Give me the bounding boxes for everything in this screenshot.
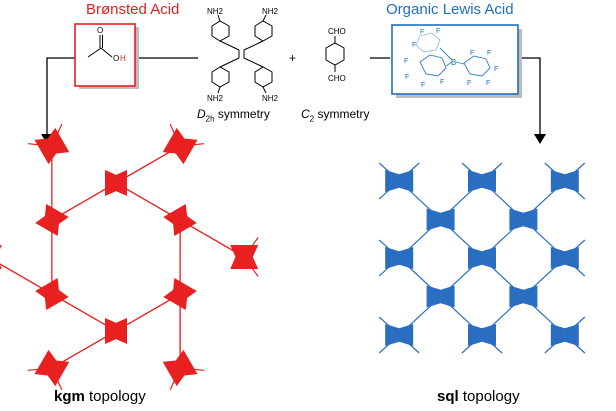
left-connector — [41, 57, 75, 144]
svg-text:F: F — [494, 66, 498, 73]
kgm-node — [35, 204, 69, 236]
kgm-node — [163, 278, 197, 310]
sql-node — [426, 208, 455, 231]
sql-node — [509, 285, 538, 308]
kgm-node — [35, 278, 69, 310]
sql-node — [385, 324, 414, 346]
kgm-node — [162, 127, 198, 165]
svg-text:NH2: NH2 — [207, 7, 224, 16]
lewis-acid-box: B F F F F F F F F F F F F — [391, 24, 522, 98]
dialdehyde-monomer — [325, 36, 345, 72]
boron-label: B — [451, 58, 456, 67]
svg-text:NH2: NH2 — [207, 94, 224, 103]
kgm-node — [105, 318, 127, 344]
borane-structure — [415, 32, 491, 77]
bronsted-acid-title: Brønsted Acid — [86, 1, 180, 18]
kgm-network — [0, 123, 259, 391]
sql-topology-caption: sql topology — [437, 388, 520, 405]
sql-node — [550, 170, 579, 192]
c2-symmetry-label: C2 symmetry — [301, 107, 370, 124]
d2h-symmetry-label: D2h symmetry — [197, 107, 270, 124]
plus-sign: + — [289, 51, 296, 65]
kgm-node — [105, 170, 127, 196]
sql-node — [550, 247, 579, 269]
sql-node — [550, 324, 579, 346]
svg-text:CHO: CHO — [328, 74, 346, 83]
lewis-acid-title: Organic Lewis Acid — [386, 1, 514, 18]
svg-text:F: F — [420, 29, 424, 36]
svg-text:F: F — [405, 74, 409, 81]
kgm-node — [163, 204, 197, 236]
svg-text:F: F — [440, 79, 444, 86]
right-connector — [517, 57, 546, 144]
svg-text:F: F — [404, 58, 408, 65]
svg-text:F: F — [470, 50, 474, 57]
sql-node — [468, 324, 496, 346]
svg-text:F: F — [421, 82, 425, 89]
svg-text:F: F — [467, 80, 471, 87]
svg-text:F: F — [412, 42, 416, 49]
svg-text:NH2: NH2 — [262, 7, 279, 16]
carbonyl-oxygen-label: O — [97, 26, 103, 35]
sql-node — [426, 285, 455, 308]
bronsted-acid-box: O O H — [74, 23, 139, 89]
amine-labels: NH2 NH2 NH2 NH2 — [207, 7, 279, 103]
fluorine-labels: F F F F F F F F F F F F — [404, 28, 498, 89]
aldehyde-labels: CHO CHO — [328, 27, 346, 83]
tetraamine-monomer — [211, 14, 273, 94]
svg-text:CHO: CHO — [328, 27, 346, 36]
kgm-node — [230, 245, 259, 269]
kgm-node — [0, 245, 2, 269]
sql-node — [385, 170, 414, 192]
hydroxyl-h-label: H — [120, 54, 126, 63]
kgm-node — [34, 349, 70, 387]
kgm-topology-caption: kgm topology — [54, 388, 146, 405]
svg-text:F: F — [487, 50, 491, 57]
hydroxyl-o-label: O — [113, 54, 119, 63]
sql-node — [468, 247, 496, 269]
sql-node — [468, 170, 496, 192]
kgm-node — [162, 349, 198, 387]
sql-node — [509, 208, 538, 231]
sql-network — [378, 162, 586, 354]
sql-node — [385, 247, 414, 269]
kgm-node — [34, 127, 70, 165]
acetic-acid-structure — [87, 35, 113, 58]
svg-text:F: F — [486, 80, 490, 87]
svg-text:F: F — [436, 28, 440, 35]
svg-text:NH2: NH2 — [262, 94, 279, 103]
